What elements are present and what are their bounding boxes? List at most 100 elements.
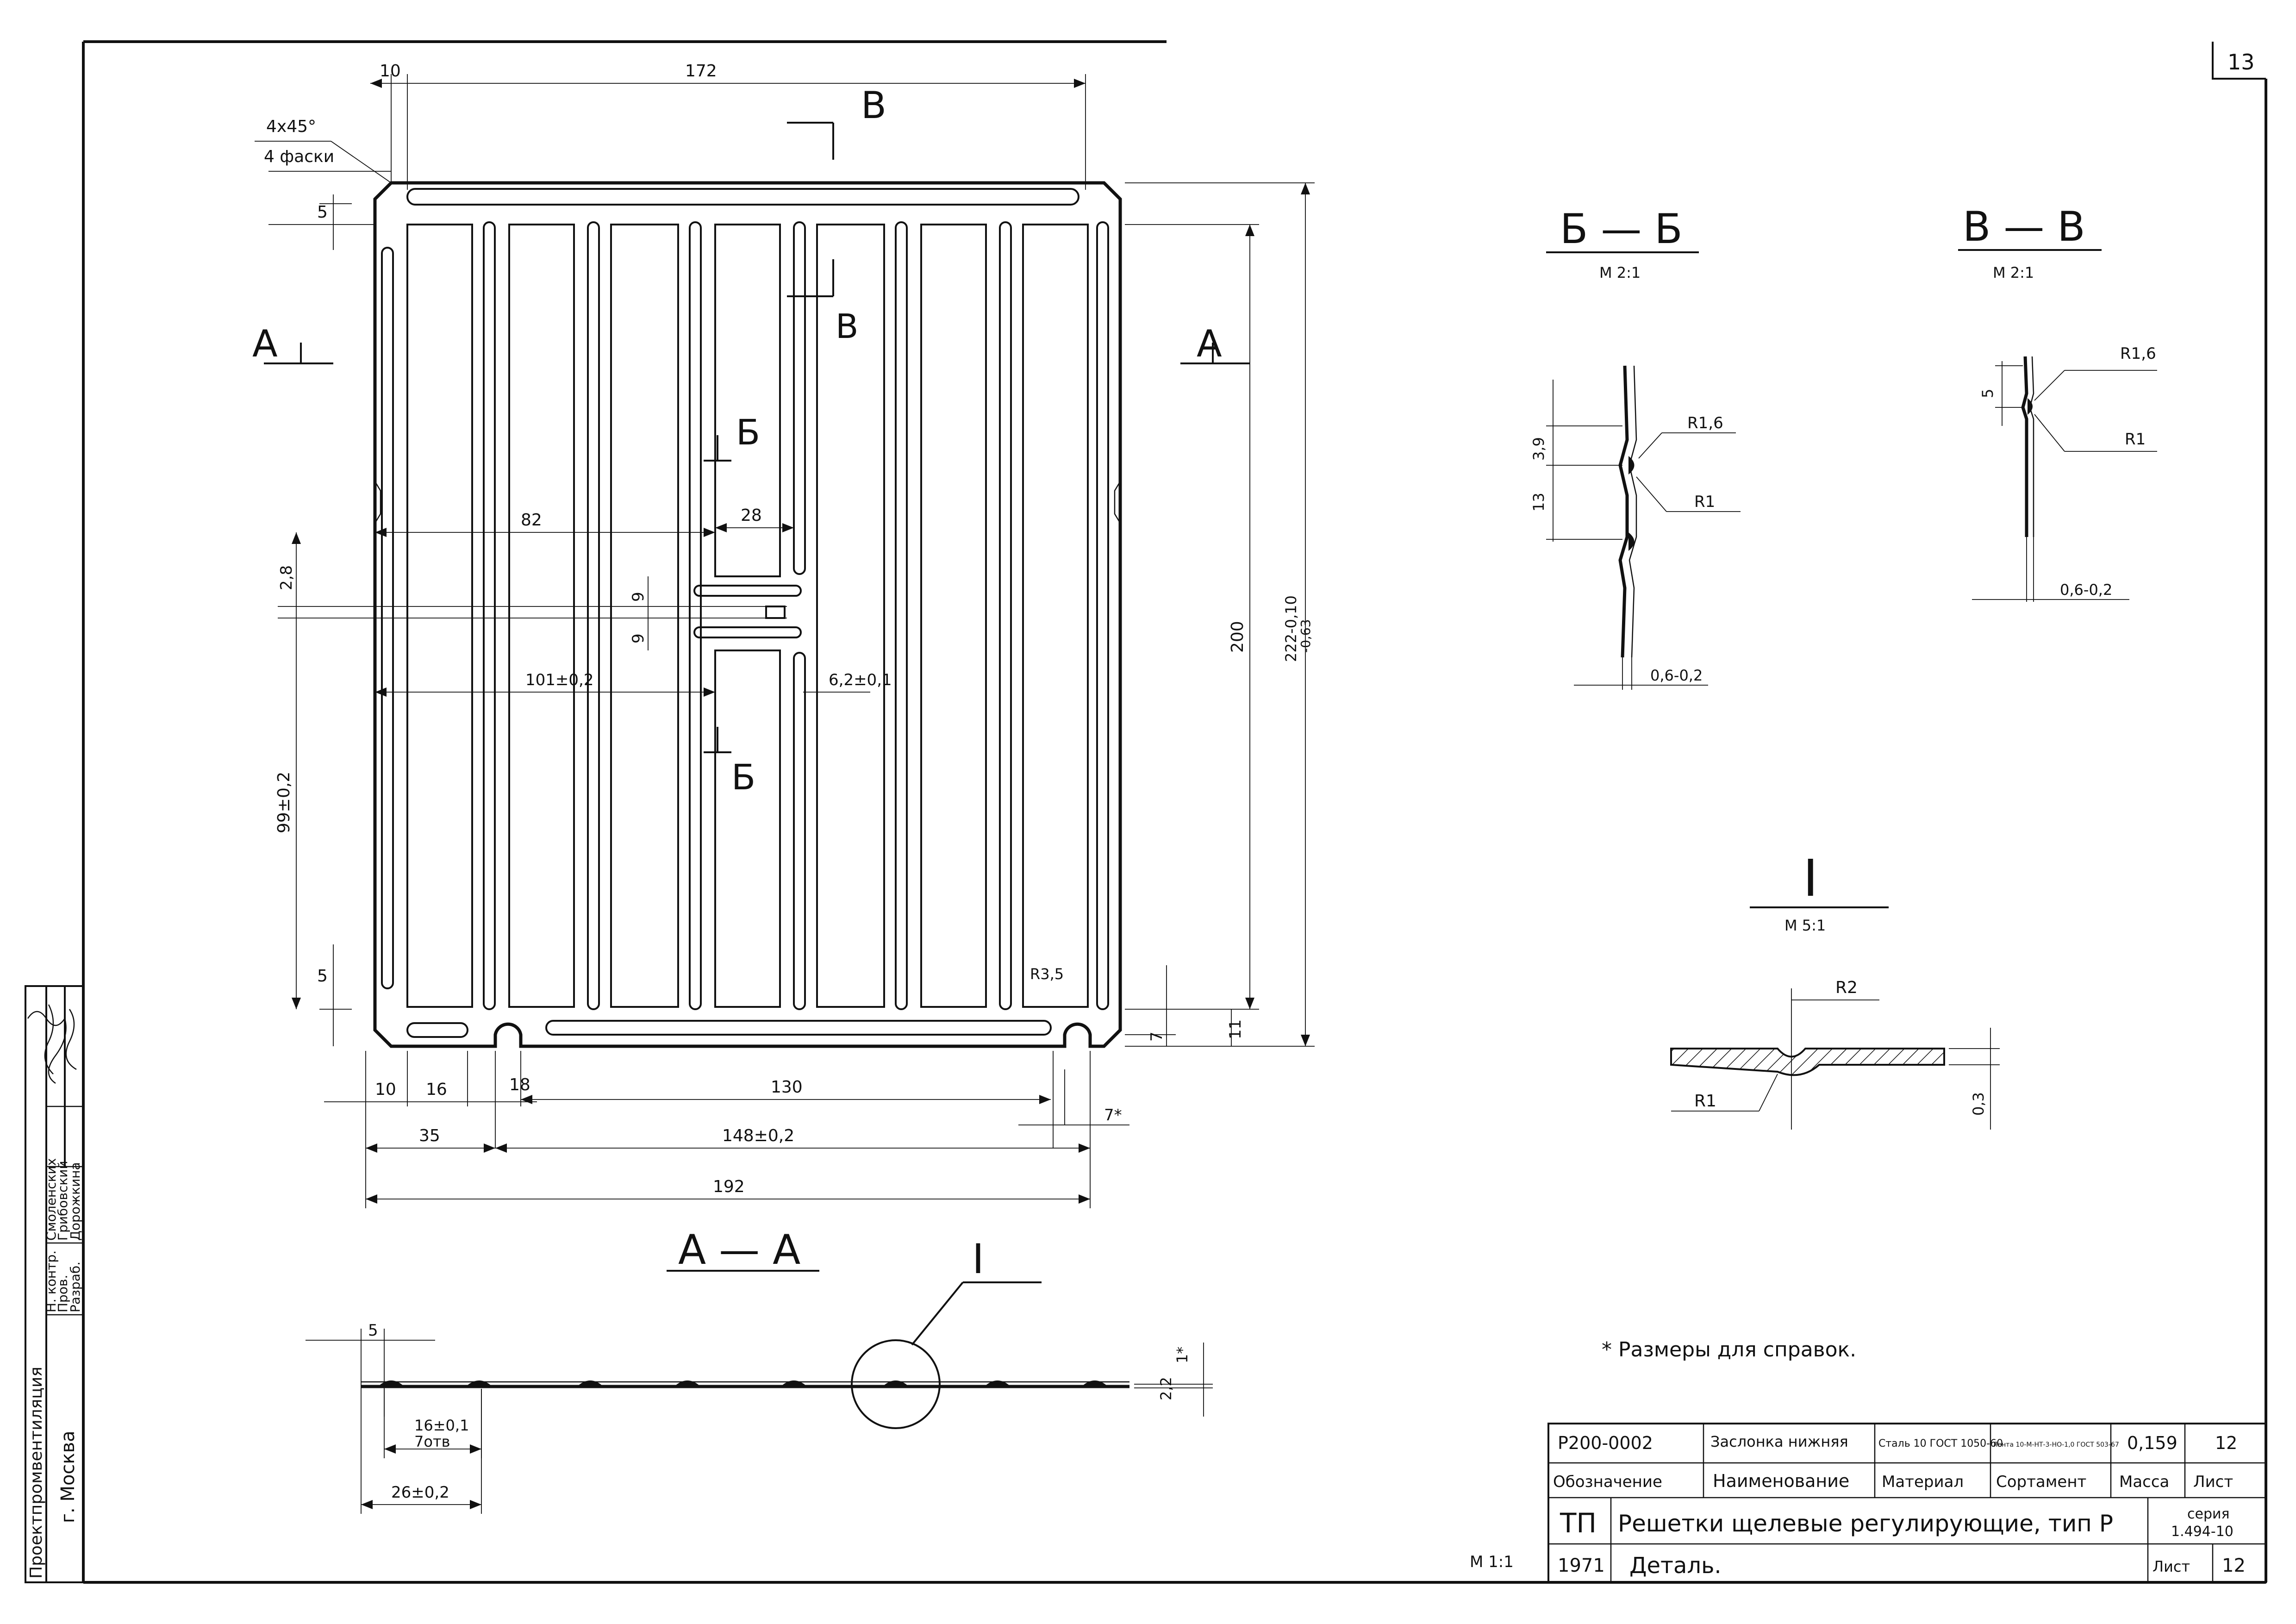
dim-7: 7 bbox=[1148, 1031, 1166, 1042]
tb-h-mass: Масса bbox=[2119, 1473, 2169, 1491]
vv-dim-5: 5 bbox=[1979, 389, 1997, 398]
sheet-number: 13 bbox=[2227, 50, 2255, 75]
tb-name: Заслонка нижняя bbox=[1710, 1433, 1848, 1450]
tb-series: 1.494-10 bbox=[2171, 1524, 2234, 1540]
dim-2-8: 2,8 bbox=[277, 565, 296, 590]
plan-view bbox=[373, 181, 1122, 1048]
tb-title: Решетки щелевые регулирующие, тип Р bbox=[1618, 1510, 2113, 1537]
plan-dimensions bbox=[255, 74, 1315, 1208]
vv-r1-6: R1,6 bbox=[2120, 344, 2156, 363]
stamp-city: г. Москва bbox=[57, 1430, 79, 1523]
section-bb-title: Б — Б bbox=[1560, 205, 1683, 253]
dim-bottom-18: 18 bbox=[509, 1075, 530, 1094]
dim-bottom-148: 148±0,2 bbox=[722, 1126, 794, 1145]
tb-h-sheet: Лист bbox=[2193, 1473, 2233, 1491]
section-vv-title: В — В bbox=[1963, 203, 2085, 250]
dim-top-172: 172 bbox=[685, 62, 717, 81]
dim-bottom-16: 16 bbox=[426, 1080, 447, 1099]
side-stamp bbox=[25, 985, 84, 1583]
aa-dim-1star: 1* bbox=[1173, 1347, 1191, 1363]
stamp-role-3: Разраб. bbox=[68, 1262, 83, 1312]
section-vv-view bbox=[1958, 249, 2157, 602]
tb-year: 1971 bbox=[1558, 1555, 1605, 1576]
chamfer-count: 4 фаски bbox=[264, 147, 334, 166]
tb-mass: 0,159 bbox=[2127, 1433, 2177, 1453]
section-bb-scale: М 2:1 bbox=[1599, 264, 1641, 281]
tb-assortment: Лента 10-М-НТ-3-НО-1,0 ГОСТ 503-67 bbox=[1993, 1441, 2119, 1449]
title-block bbox=[1547, 1423, 2267, 1583]
tb-subtitle: Деталь. bbox=[1629, 1553, 1722, 1579]
aa-dim-26: 26±0,2 bbox=[391, 1483, 449, 1502]
dim-222: 222-0,10 bbox=[1282, 595, 1300, 662]
tb-h-name: Наименование bbox=[1713, 1471, 1849, 1491]
dim-28: 28 bbox=[741, 506, 762, 525]
bb-dim-13: 13 bbox=[1530, 493, 1547, 512]
footnote: * Размеры для справок. bbox=[1602, 1338, 1856, 1362]
bb-r1: R1 bbox=[1694, 493, 1715, 511]
section-mark-b-upper: Б bbox=[736, 412, 760, 453]
aa-dim-2-2: 2,2 bbox=[1157, 1377, 1175, 1400]
dim-top-10: 10 bbox=[380, 62, 401, 81]
tb-tp: ТП bbox=[1560, 1507, 1597, 1539]
tb-sheet-col: 12 bbox=[2215, 1433, 2237, 1453]
section-bb-view bbox=[1546, 251, 1741, 690]
section-mark-b-lower: Б bbox=[731, 756, 755, 798]
detail-i-view bbox=[1670, 906, 2000, 1130]
dim-222-tol: -0,63 bbox=[1298, 619, 1313, 653]
tb-sheet-no: 12 bbox=[2222, 1555, 2246, 1576]
section-mark-a-right: А bbox=[1197, 322, 1222, 365]
section-aa-title: А — А bbox=[678, 1226, 800, 1274]
stamp-signatures bbox=[27, 1004, 77, 1084]
dim-6-2: 6,2±0,1 bbox=[829, 671, 892, 689]
dim-bottom-35: 35 bbox=[419, 1126, 440, 1145]
vv-r1: R1 bbox=[2125, 430, 2146, 449]
section-cut-marks bbox=[264, 122, 1250, 753]
detail-i-r2: R2 bbox=[1835, 978, 1858, 997]
vv-dim-0-6: 0,6-0,2 bbox=[2060, 581, 2112, 599]
detail-mark-i: I bbox=[972, 1235, 984, 1283]
aa-dim-7otv: 7отв bbox=[414, 1433, 450, 1450]
stamp-name-2: Грибовский bbox=[55, 1161, 70, 1241]
bb-r1-6: R1,6 bbox=[1687, 414, 1723, 432]
stamp-name-1: Смоленских bbox=[44, 1158, 59, 1241]
section-mark-v-top: В bbox=[861, 84, 886, 127]
chamfer-size: 4х45° bbox=[266, 117, 316, 136]
dim-left-5-bottom: 5 bbox=[317, 967, 328, 986]
dim-bottom-192: 192 bbox=[713, 1177, 745, 1196]
dim-r3-5: R3,5 bbox=[1030, 965, 1064, 983]
tb-sheet-label: Лист bbox=[2152, 1558, 2190, 1575]
bb-dim-3-9: 3,9 bbox=[1530, 437, 1547, 461]
dim-bottom-10: 10 bbox=[375, 1080, 396, 1099]
stamp-org: Проектпромвентиляция bbox=[27, 1367, 46, 1579]
dim-11: 11 bbox=[1226, 1019, 1245, 1039]
dim-82: 82 bbox=[521, 511, 542, 530]
dim-200: 200 bbox=[1228, 621, 1247, 653]
detail-i-title: I bbox=[1803, 849, 1818, 908]
tb-h-assortment: Сортамент bbox=[1996, 1473, 2086, 1491]
tb-material: Сталь 10 ГОСТ 1050-60 bbox=[1878, 1438, 2003, 1449]
sheet-scale: М 1:1 bbox=[1470, 1553, 1514, 1571]
dim-101: 101±0,2 bbox=[525, 671, 593, 689]
bb-dim-0-6: 0,6-0,2 bbox=[1650, 667, 1703, 684]
dim-99: 99±0,2 bbox=[275, 772, 293, 833]
detail-i-r1: R1 bbox=[1694, 1092, 1716, 1111]
section-mark-v-mid: В bbox=[836, 307, 858, 346]
section-mark-a-left: А bbox=[252, 322, 278, 365]
section-vv-scale: М 2:1 bbox=[1993, 264, 2034, 281]
tb-designation: Р200-0002 bbox=[1558, 1433, 1653, 1453]
tb-h-material: Материал bbox=[1882, 1473, 1964, 1491]
stamp-role-1: Н. контр. bbox=[44, 1250, 59, 1312]
tb-series-label: серия bbox=[2187, 1506, 2230, 1522]
stamp-role-2: Пров. bbox=[55, 1275, 70, 1312]
dim-7-star: 7* bbox=[1104, 1106, 1122, 1124]
detail-i-dim-0-3: 0,3 bbox=[1970, 1092, 1987, 1116]
detail-i-scale: М 5:1 bbox=[1784, 917, 1826, 934]
dim-left-5-top: 5 bbox=[317, 203, 328, 222]
section-aa-view bbox=[306, 1270, 1213, 1514]
stamp-name-3: Дорожкина bbox=[68, 1162, 83, 1241]
tb-h-designation: Обозначение bbox=[1553, 1473, 1662, 1491]
dim-bottom-130: 130 bbox=[771, 1078, 803, 1097]
aa-dim-16: 16±0,1 bbox=[414, 1417, 469, 1434]
dim-9a: 9 bbox=[629, 592, 648, 602]
